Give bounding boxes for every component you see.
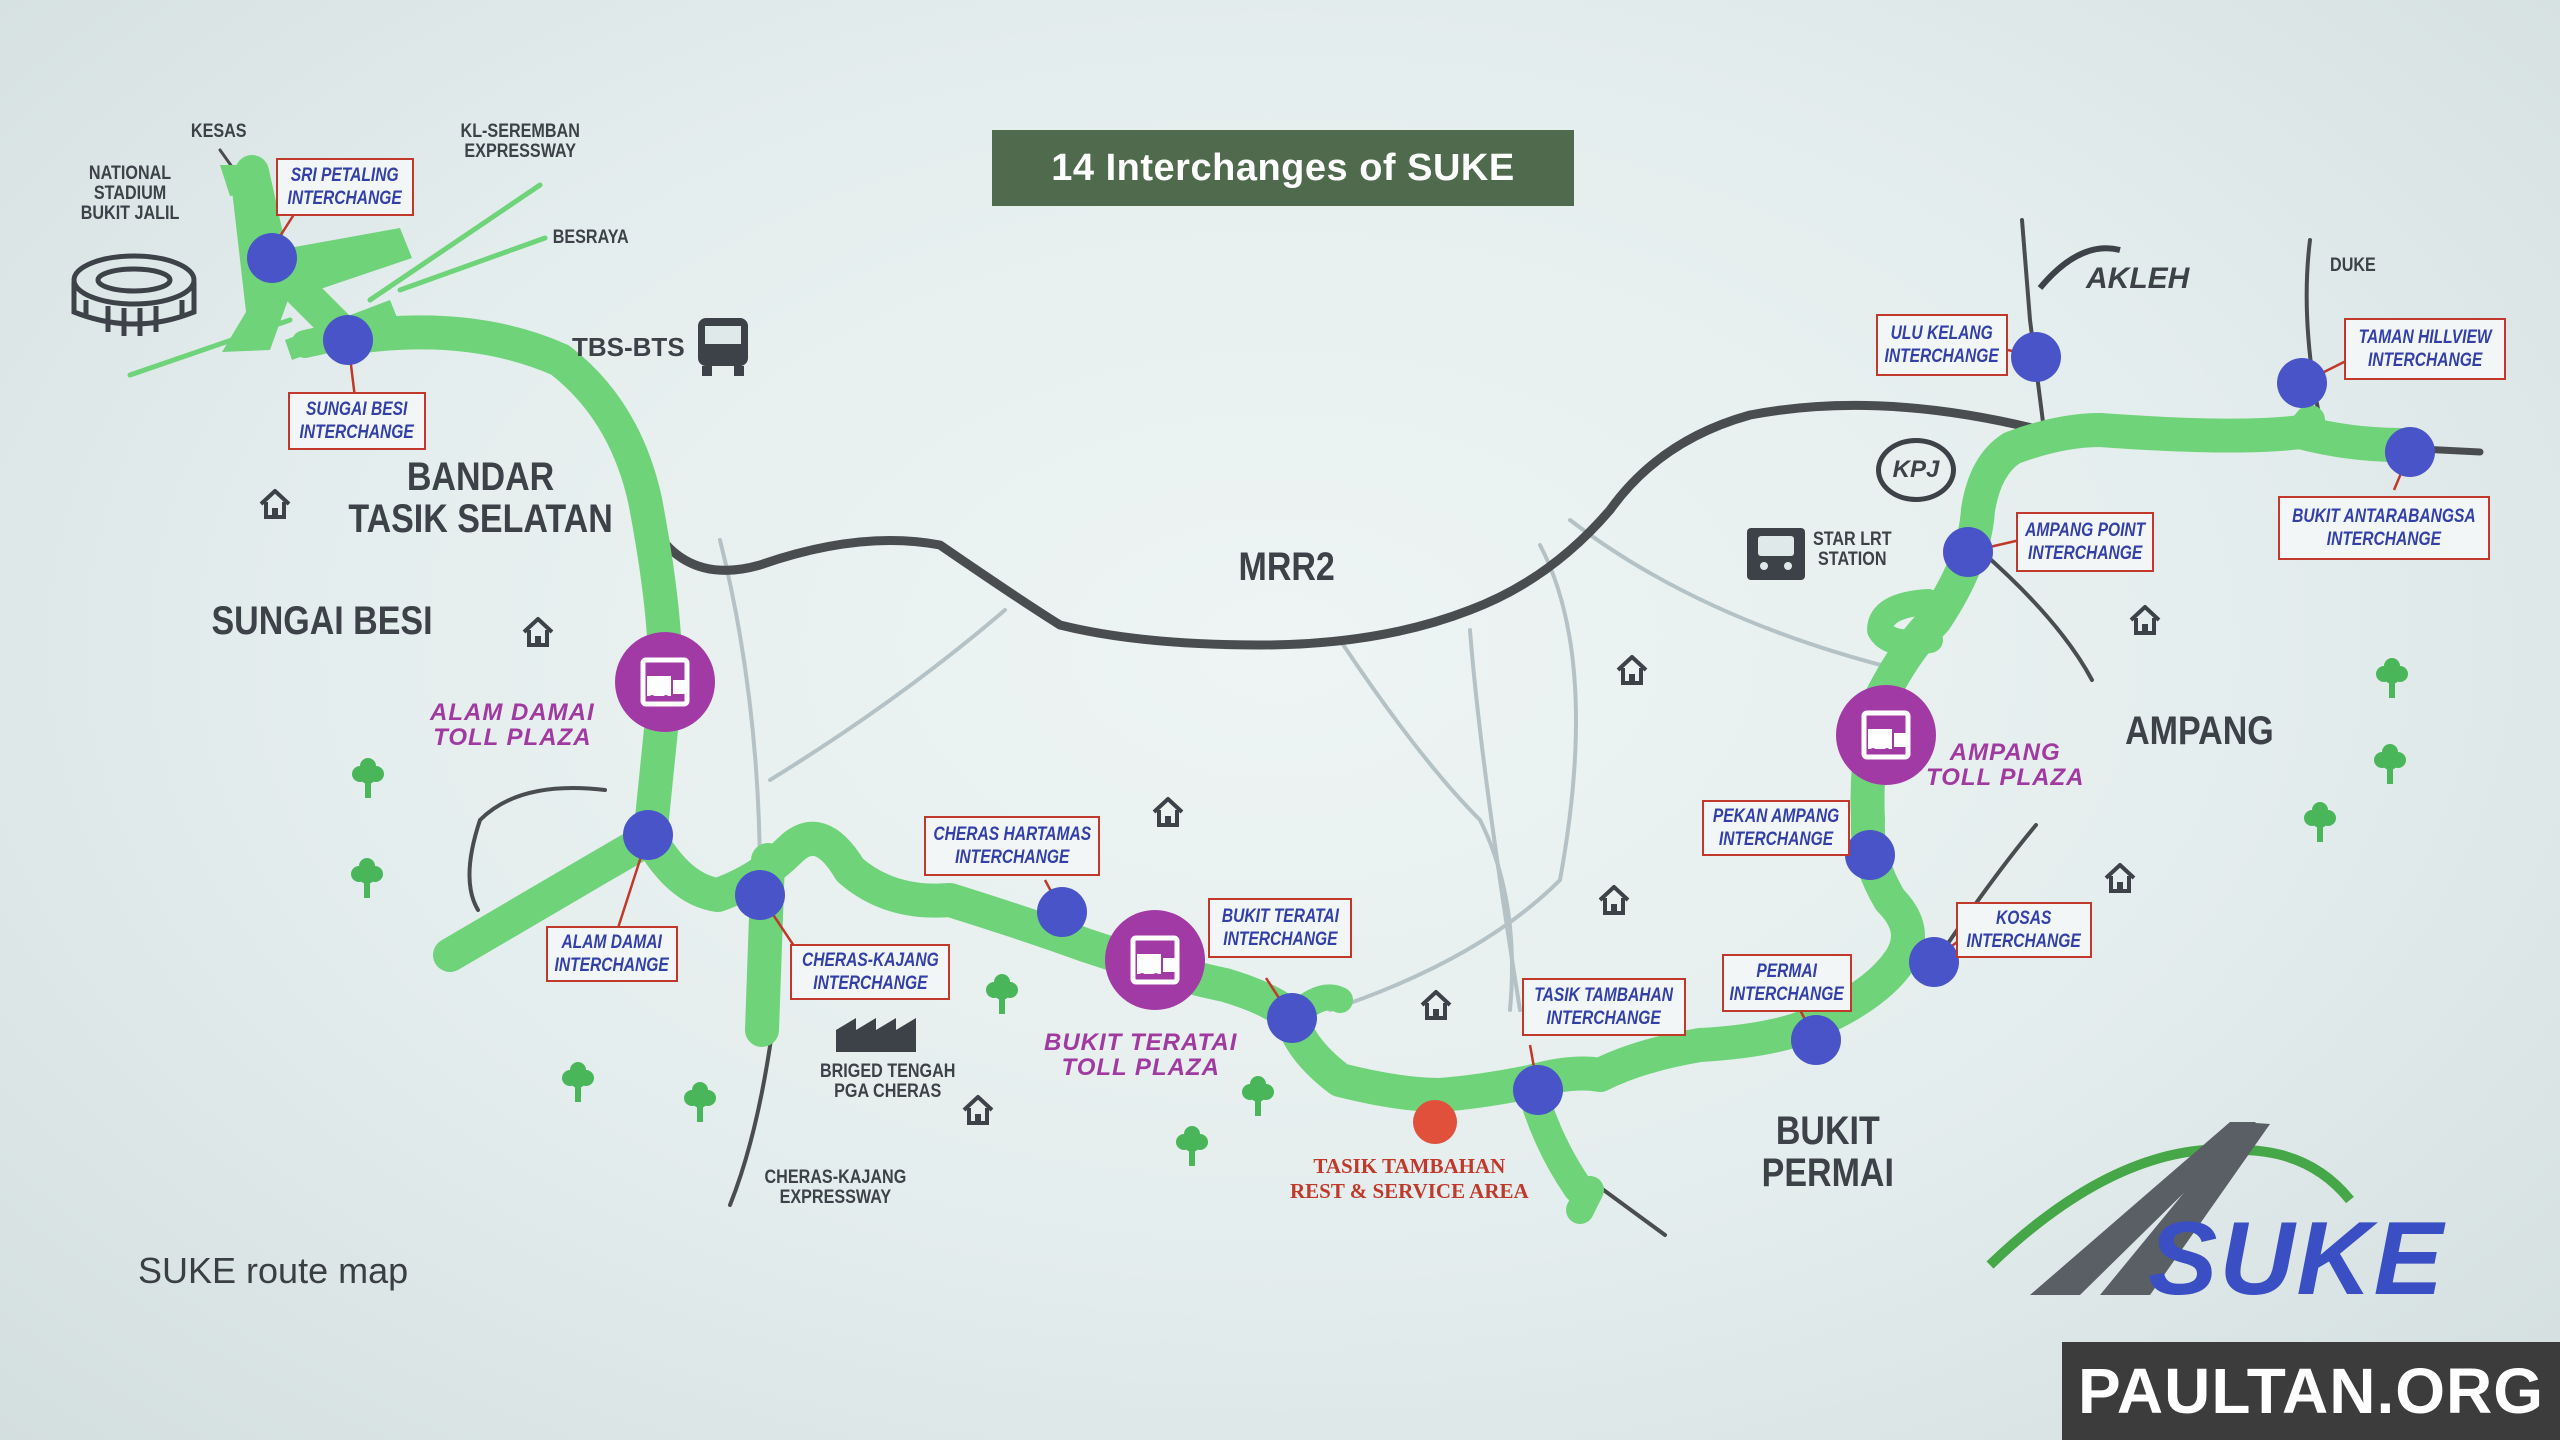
bus-icon	[698, 318, 748, 376]
toll-label-alam-damai: ALAM DAMAI TOLL PLAZA	[430, 699, 595, 752]
interchange-dot-taman-hillview	[2277, 358, 2327, 408]
suke-route	[235, 155, 2425, 1224]
rest-area-label: TASIK TAMBAHAN REST & SERVICE AREA	[1290, 1154, 1529, 1204]
area-mrr2: MRR2	[1238, 545, 1335, 589]
factory-icon	[836, 1018, 916, 1052]
minor-roads	[718, 518, 1902, 1012]
interchange-label-sungai-besi: SUNGAI BESI INTERCHANGE	[288, 392, 426, 450]
akleh-label: AKLEH	[2086, 262, 2190, 295]
star-lrt-label: STAR LRT STATION	[1812, 529, 1892, 570]
briged-label: BRIGED TENGAH PGA CHERAS	[819, 1061, 956, 1102]
train-icon	[1747, 528, 1805, 580]
interchange-label-kosas: KOSAS INTERCHANGE	[1956, 902, 2092, 958]
toll-plazas	[615, 632, 1936, 1010]
watermark: PAULTAN.ORG	[2062, 1342, 2560, 1440]
map-caption: SUKE route map	[138, 1250, 409, 1291]
interchange-label-ulu-kelang: ULU KELANG INTERCHANGE	[1876, 314, 2008, 376]
interchange-dot-cheras-hartamas	[1037, 887, 1087, 937]
interchange-dot-bukit-antarabangsa	[2385, 427, 2435, 477]
akleh-logo	[2037, 245, 2121, 290]
interchange-label-cheras-hartamas: CHERAS HARTAMAS INTERCHANGE	[924, 816, 1100, 876]
interchange-dot-sungai-besi	[323, 315, 373, 365]
area-bandar-tasik-selatan: BANDAR TASIK SELATAN	[348, 455, 613, 541]
stadium-icon	[71, 253, 197, 336]
interchange-label-pekan-ampang: PEKAN AMPANG INTERCHANGE	[1702, 800, 1850, 856]
road-label-besraya: BESRAYA	[552, 227, 629, 248]
area-bukit-permai: BUKIT PERMAI	[1761, 1109, 1894, 1195]
toll-label-bukit-teratai: BUKIT TERATAI TOLL PLAZA	[1044, 1029, 1238, 1082]
interchange-label-bukit-teratai: BUKIT TERATAI INTERCHANGE	[1208, 898, 1352, 958]
interchange-dot-pekan-ampang	[1845, 830, 1895, 880]
interchange-dot-alam-damai	[623, 810, 673, 860]
interchange-dot-tasik-tambahan	[1513, 1065, 1563, 1115]
interchange-label-tasik-tambahan: TASIK TAMBAHAN INTERCHANGE	[1522, 978, 1686, 1036]
road-label-cheras-kajang: CHERAS-KAJANG EXPRESSWAY	[764, 1167, 907, 1208]
area-sungai-besi: SUNGAI BESI	[211, 599, 433, 643]
suke-logo-graphic	[1986, 1122, 2354, 1295]
interchange-label-permai: PERMAI INTERCHANGE	[1722, 954, 1852, 1012]
interchange-dot-ulu-kelang	[2011, 332, 2061, 382]
toll-label-ampang: AMPANG TOLL PLAZA	[1926, 739, 2085, 792]
stadium-label: NATIONAL STADIUM BUKIT JALIL	[80, 163, 180, 224]
interchange-dot-sri-petaling	[247, 233, 297, 283]
interchange-label-cheras-kajang: CHERAS-KAJANG INTERCHANGE	[790, 944, 950, 1000]
interchange-dots	[247, 233, 2435, 1115]
road-label-duke: DUKE	[2330, 255, 2376, 276]
interchange-label-alam-damai: ALAM DAMAI INTERCHANGE	[546, 926, 678, 982]
kpj-logo: KPJ	[1876, 438, 1956, 502]
interchange-label-sri-petaling: SRI PETALING INTERCHANGE	[276, 158, 414, 216]
interchange-dot-bukit-teratai	[1267, 993, 1317, 1043]
interchange-dot-permai	[1791, 1015, 1841, 1065]
rest-area-marker	[1413, 1100, 1457, 1144]
interchange-dot-cheras-kajang	[735, 870, 785, 920]
road-label-kl-seremban: KL-SEREMBAN EXPRESSWAY	[460, 121, 580, 162]
map-title: 14 Interchanges of SUKE	[992, 130, 1574, 206]
interchange-label-taman-hillview: TAMAN HILLVIEW INTERCHANGE	[2344, 318, 2506, 380]
area-ampang: AMPANG	[2125, 709, 2274, 753]
tbs-label: TBS-BTS	[572, 332, 685, 362]
interchange-dot-kosas	[1909, 937, 1959, 987]
interchange-label-bukit-antarabangsa: BUKIT ANTARABANGSA INTERCHANGE	[2278, 496, 2490, 560]
interchange-label-ampang-point: AMPANG POINT INTERCHANGE	[2016, 512, 2154, 572]
road-label-kesas: KESAS	[190, 121, 247, 142]
suke-logo-text: SUKE	[2148, 1201, 2445, 1317]
interchange-dot-ampang-point	[1943, 527, 1993, 577]
